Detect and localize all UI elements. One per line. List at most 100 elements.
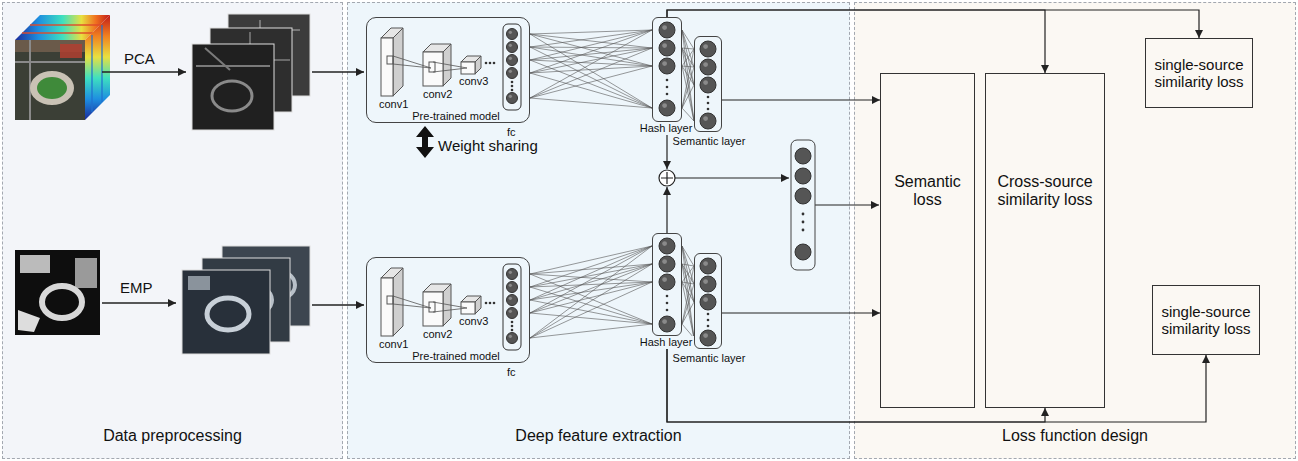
drawing-part (15, 40, 85, 120)
semantic-layer: Semantic layer (694, 36, 722, 132)
drawing-part (60, 44, 82, 58)
drawing-part (381, 28, 403, 38)
drawing-part (15, 250, 100, 335)
hyperspectral-cube (15, 15, 110, 120)
drawing-part (507, 29, 518, 40)
semantic-layer: Semantic layer (694, 253, 722, 349)
node-label: Data preprocessing (3, 427, 342, 445)
drawing-part (182, 270, 270, 354)
dense-connection (530, 246, 652, 338)
drawing-part (509, 44, 512, 47)
drawing-part (423, 52, 443, 86)
drawing-part (20, 255, 50, 273)
drawing-part (703, 279, 708, 284)
loss-connector (722, 99, 880, 100)
drawing-part (507, 93, 518, 104)
drawing-part (666, 93, 669, 96)
drawing-part (232, 285, 272, 315)
drawing-part (662, 103, 667, 108)
drawing-part (15, 40, 85, 52)
drawing-part (511, 325, 514, 328)
drawing-part (102, 302, 176, 303)
drawing-part (700, 113, 716, 129)
loss-connector (722, 312, 880, 313)
drawing-part (707, 102, 710, 105)
node-label: single-source similarity loss (1152, 56, 1246, 91)
drawing-part (507, 55, 518, 66)
section-panel: Data preprocessing (2, 2, 343, 459)
drawing-part (700, 258, 716, 274)
drawing-part (703, 80, 708, 85)
annotation-label: Weight sharing (438, 137, 538, 154)
drawing-part (659, 256, 675, 272)
drawing-part (700, 330, 716, 346)
drawing-part (461, 56, 481, 62)
drawing-part (493, 62, 496, 65)
drawing-part (509, 297, 512, 300)
drawing-part (703, 44, 708, 49)
drawing-part (659, 238, 675, 254)
drawing-part (703, 62, 708, 67)
node-label: Hash layer (638, 122, 695, 135)
drawing-part (700, 41, 716, 57)
drawing-part (312, 304, 364, 305)
dense-connection (530, 30, 652, 108)
drawing-part (666, 86, 669, 89)
drawing-part (443, 44, 451, 86)
drawing-part (659, 40, 675, 56)
drawing-part (15, 40, 85, 120)
dense-connection (682, 30, 694, 121)
drawing-part (461, 296, 481, 302)
drawing-part (18, 310, 40, 332)
node-label: conv3 (459, 75, 488, 88)
drawing-part (507, 68, 518, 79)
drawing-part (659, 58, 675, 74)
sem-art (695, 37, 723, 133)
drawing-part (661, 172, 673, 184)
drawing-part (511, 321, 514, 324)
drawing-part (509, 310, 512, 313)
drawing-part (381, 38, 393, 96)
drawing-part (102, 71, 186, 72)
loss-connector (667, 336, 1045, 422)
hash-layer: Hash layer (652, 233, 682, 336)
drawing-part (393, 56, 467, 72)
node-label: Semantic layer (671, 352, 748, 365)
loss-connector (667, 10, 1045, 73)
drawing-part (659, 274, 675, 290)
drawing-part (210, 28, 292, 112)
drawing-part (215, 32, 290, 108)
drawing-part (666, 302, 669, 305)
drawing-part (700, 276, 716, 292)
drawing-part (507, 295, 518, 306)
node-label: single-source similarity loss (1159, 303, 1253, 338)
loss-box: Semantic loss (880, 73, 975, 408)
drawing-part (509, 271, 512, 274)
drawing-part (707, 108, 710, 111)
node-label: conv2 (423, 328, 452, 341)
drawing-part (707, 319, 710, 322)
drawing-part (387, 56, 393, 64)
drawing-part (707, 313, 710, 316)
drawing-part (662, 259, 667, 264)
section-panel: Deep feature extractionconv1conv2conv3Pr… (347, 2, 850, 459)
weight-sharing-arrow (416, 126, 434, 158)
drawing-part (507, 333, 518, 344)
drawing-part (509, 335, 512, 338)
drawing-part (700, 294, 716, 310)
drawing-part (666, 123, 667, 169)
node-label: Deep feature extraction (348, 427, 849, 445)
loss-connector (667, 336, 1206, 422)
drawing-part (42, 286, 82, 318)
drawing-part (475, 296, 481, 314)
drawing-part (85, 15, 110, 120)
plus-symbol (659, 170, 675, 186)
drawing-part (700, 77, 716, 93)
drawing-part (795, 168, 811, 184)
drawing-part (662, 43, 667, 48)
drawing-part (207, 298, 249, 330)
pca-image-stack (192, 14, 310, 130)
